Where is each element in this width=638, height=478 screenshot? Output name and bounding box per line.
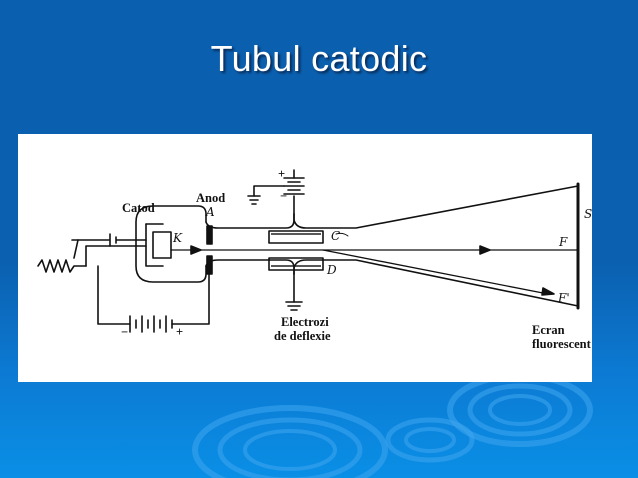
cathode-body: [152, 231, 172, 259]
label-f: F: [558, 235, 568, 249]
label-catod: Catod: [122, 201, 155, 215]
tube-outline: [135, 205, 207, 283]
crt-diagram: Catod Anod A K C D F F' S Electrozi de d…: [37, 167, 592, 351]
anode-plate-top: [206, 225, 213, 245]
label-fluorescent: fluorescent: [532, 337, 592, 351]
slide-title: Tubul catodic: [210, 38, 428, 79]
label-d: D: [326, 263, 337, 277]
deflection-plate-top: [268, 230, 324, 244]
diagram-panel: Catod Anod A K C D F F' S Electrozi de d…: [18, 134, 592, 382]
label-f-prime: F': [557, 291, 570, 305]
label-k: K: [172, 231, 183, 245]
label-minus-top: −: [280, 189, 287, 203]
label-minus-bottom: −: [121, 325, 128, 339]
label-a: A: [205, 205, 215, 219]
label-ecran: Ecran: [532, 323, 565, 337]
label-de-deflexie: de deflexie: [274, 329, 331, 343]
label-plus-top: +: [278, 167, 285, 181]
anode-plate-bottom: [206, 255, 213, 275]
label-plus-bottom: +: [176, 325, 183, 339]
label-s: S: [584, 207, 592, 221]
deflection-plate-bottom: [268, 257, 324, 271]
label-c: C: [331, 229, 340, 243]
label-anod: Anod: [196, 191, 225, 205]
label-electrozi: Electrozi: [281, 315, 329, 329]
